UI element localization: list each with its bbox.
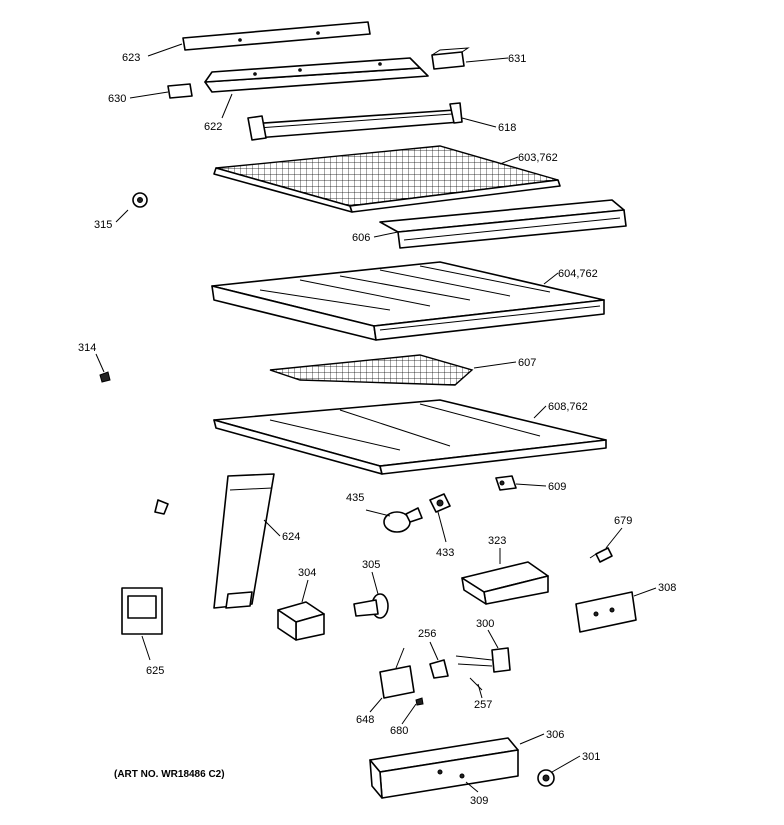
leader-lines (95, 43, 657, 793)
part-257-spring (469, 677, 483, 691)
label-300: 300 (476, 618, 494, 630)
part-433-socket (429, 493, 451, 513)
label-618: 618 (498, 122, 516, 134)
part-624-duct (213, 473, 275, 609)
part-631-block (431, 47, 470, 70)
label-309: 309 (470, 795, 488, 807)
art-number: (ART NO. WR18486 C2) (114, 769, 225, 780)
label-603-762: 603,762 (518, 152, 558, 164)
part-679-screw (589, 547, 613, 563)
part-603-shelf (213, 145, 561, 213)
label-305: 305 (362, 559, 380, 571)
label-623: 623 (122, 52, 140, 64)
part-604-tray (211, 261, 605, 341)
part-608-tray (213, 399, 607, 475)
label-435: 435 (346, 492, 364, 504)
label-631: 631 (508, 53, 526, 65)
label-609: 609 (548, 481, 566, 493)
label-256: 256 (418, 628, 436, 640)
label-306: 306 (546, 729, 564, 741)
part-609-clip (495, 475, 517, 491)
part-314-clip (99, 371, 111, 383)
label-648: 648 (356, 714, 374, 726)
label-301: 301 (582, 751, 600, 763)
label-433: 433 (436, 547, 454, 559)
part-648-relay (379, 647, 415, 699)
label-624: 624 (282, 531, 300, 543)
label-257: 257 (474, 699, 492, 711)
part-323-bracket (461, 561, 549, 605)
part-304-block (277, 601, 325, 641)
label-323: 323 (488, 535, 506, 547)
callout-labels: 623 631 630 622 618 603,762 315 606 604,… (78, 52, 676, 807)
part-305-knob (353, 593, 389, 619)
label-606: 606 (352, 232, 370, 244)
part-623-bracket (182, 21, 371, 51)
label-622: 622 (204, 121, 222, 133)
label-308: 308 (658, 582, 676, 594)
part-435-bulb (383, 507, 423, 533)
part-300-control (455, 647, 511, 673)
part-625-cover (121, 587, 163, 635)
part-256-switch (429, 659, 449, 679)
part-306-housing (369, 737, 519, 799)
label-679: 679 (614, 515, 632, 527)
part-301-nut (537, 769, 555, 787)
part-618-bar (247, 102, 463, 141)
label-315: 315 (94, 219, 112, 231)
label-630: 630 (108, 93, 126, 105)
part-622-channel (204, 57, 429, 93)
part-680-clip (415, 697, 424, 706)
part-607-screen (269, 354, 474, 386)
label-314: 314 (78, 342, 96, 354)
label-625: 625 (146, 665, 164, 677)
part-315-tube (125, 192, 169, 515)
label-604-762: 604,762 (558, 268, 598, 280)
label-304: 304 (298, 567, 316, 579)
part-606-cover (379, 199, 627, 249)
label-608-762: 608,762 (548, 401, 588, 413)
part-630-block (167, 83, 193, 99)
label-680: 680 (390, 725, 408, 737)
part-308-bracket (575, 591, 637, 633)
label-607: 607 (518, 357, 536, 369)
